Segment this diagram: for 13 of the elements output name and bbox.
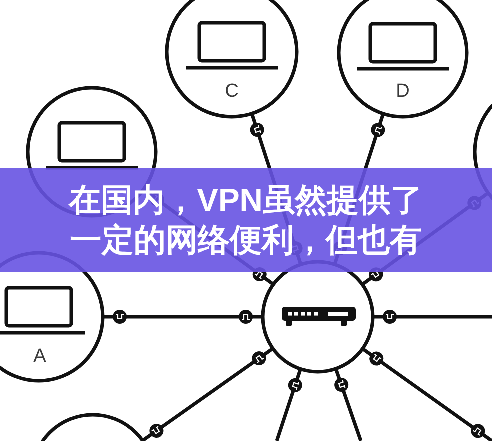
cable-line <box>373 309 492 325</box>
cable-line <box>334 368 363 441</box>
node-label: C <box>225 82 239 102</box>
device-node <box>41 413 145 441</box>
device-node <box>337 0 469 119</box>
node-label: A <box>34 347 46 367</box>
cable-line <box>275 368 303 441</box>
device-node <box>165 0 299 119</box>
cable-line <box>142 347 274 441</box>
cable-line <box>103 309 263 325</box>
node-label: D <box>396 82 410 102</box>
caption-text: 在国内，VPN虽然提供了一定的网络便利，但也有 <box>68 181 424 260</box>
cable-line <box>362 348 492 441</box>
